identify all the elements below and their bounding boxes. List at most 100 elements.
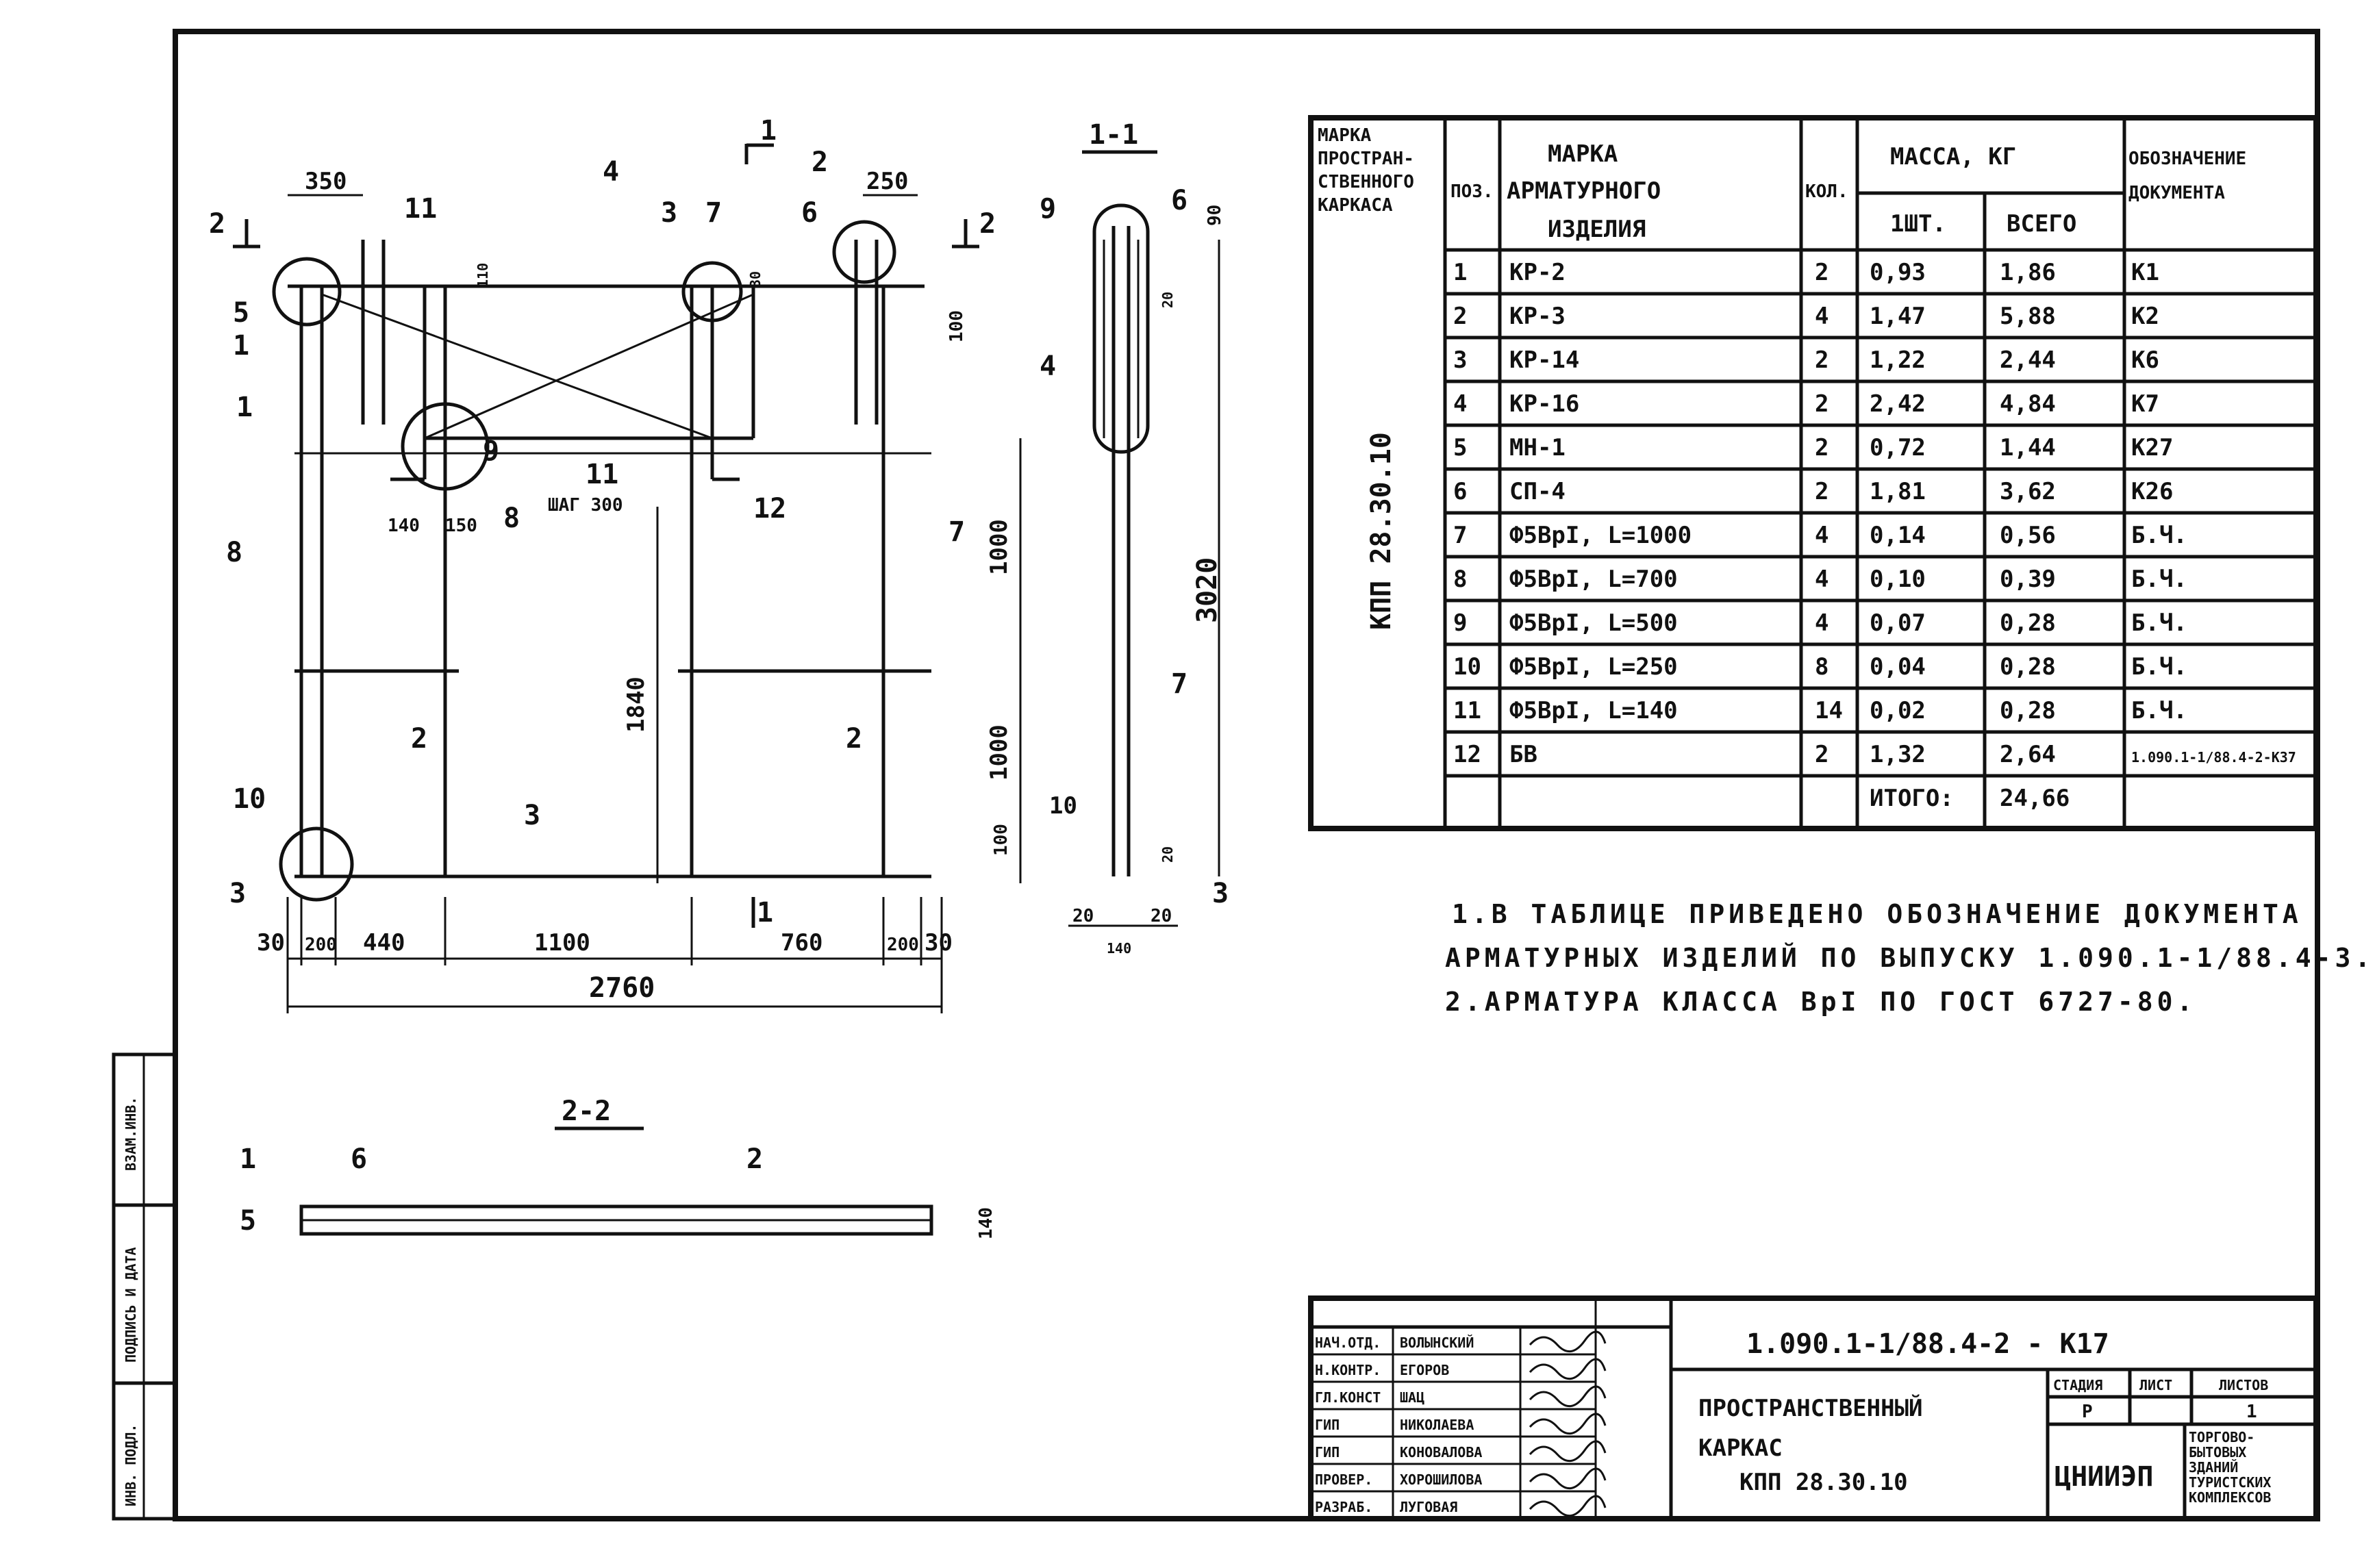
cell-mass-all: 2,44 — [2000, 346, 2056, 374]
sheets-value: 1 — [2246, 1402, 2257, 1422]
cell-qty: 2 — [1815, 434, 1829, 461]
cell-doc: К1 — [2131, 259, 2159, 286]
signature — [1529, 1330, 1607, 1352]
cell-doc: Б.Ч. — [2131, 653, 2187, 681]
hdr-item-0: МАРКА — [1548, 140, 1618, 168]
callout-11a: 11 — [404, 193, 437, 225]
title-line-2: КАРКАС — [1698, 1434, 1783, 1462]
cell-mass-one: 1,81 — [1870, 478, 1926, 505]
person-name: ВОЛЫНСКИЙ — [1400, 1335, 1474, 1351]
cell-qty: 14 — [1815, 697, 1843, 724]
cell-mark: КР-16 — [1509, 390, 1579, 418]
dim-right-0: 100 — [946, 310, 967, 342]
callout-2a: 2 — [812, 147, 828, 178]
cell-qty: 4 — [1815, 609, 1829, 637]
callout-8: 8 — [226, 537, 242, 568]
dim-top-right: 250 — [866, 168, 908, 195]
cell-pos: 7 — [1453, 522, 1467, 549]
person-name: ЕГОРОВ — [1400, 1362, 1449, 1378]
step-label: ШАГ 300 — [548, 495, 623, 516]
total-value: 24,66 — [2000, 785, 2070, 812]
note-line-1: АРМАТУРНЫХ ИЗДЕЛИЙ ПО ВЫПУСКУ 1.090.1-1/… — [1445, 943, 2374, 973]
side-dim-5: 20 — [1151, 906, 1172, 926]
cell-qty: 2 — [1815, 741, 1829, 768]
hdr-mass-one: 1ШТ. — [1890, 210, 1946, 238]
cell-mark: БВ — [1509, 741, 1537, 768]
dim-bottom-0: 30 — [257, 929, 285, 957]
cell-pos: 8 — [1453, 566, 1467, 593]
note-line-2: 2.АРМАТУРА КЛАССА ВрI ПО ГОСТ 6727-80. — [1445, 987, 2196, 1017]
callout-22-5: 5 — [240, 1205, 256, 1237]
dim-small-2: 140 — [388, 516, 420, 536]
sheets-label: ЛИСТОВ — [2219, 1377, 2268, 1393]
hdr-item-2: ИЗДЕЛИЯ — [1548, 216, 1646, 243]
dim-inner: 1840 — [623, 676, 650, 733]
side-stamp: ВЗАМ.ИНВ. ПОДПИСЬ И ДАТА ИНВ. ПОДЛ. — [112, 1052, 177, 1521]
cell-mass-one: 0,04 — [1870, 653, 1926, 681]
cell-pos: 9 — [1453, 609, 1467, 637]
callout-4: 4 — [603, 156, 619, 188]
title-line-3: КПП 28.30.10 — [1739, 1469, 1908, 1496]
cell-qty: 4 — [1815, 522, 1829, 549]
org-desc-4: КОМПЛЕКСОВ — [2189, 1489, 2271, 1506]
hdr-mass-all: ВСЕГО — [2007, 210, 2076, 238]
signature — [1529, 1495, 1607, 1517]
cell-qty: 2 — [1815, 390, 1829, 418]
hdr-qty: КОЛ. — [1805, 181, 1848, 202]
callout-12: 12 — [753, 493, 786, 524]
cell-pos: 6 — [1453, 478, 1467, 505]
cell-mass-one: 1,47 — [1870, 303, 1926, 330]
callout-3b: 3 — [229, 878, 246, 909]
cell-doc: Б.Ч. — [2131, 566, 2187, 593]
callout-22-1: 1 — [240, 1143, 256, 1175]
role: ГЛ.КОНСТ — [1315, 1389, 1381, 1406]
cell-mark: Ф5ВрI, L=250 — [1509, 653, 1678, 681]
callout-s-9: 9 — [1040, 193, 1056, 225]
cell-mass-all: 0,28 — [2000, 697, 2056, 724]
cell-mass-one: 1,22 — [1870, 346, 1926, 374]
cell-mass-one: 1,32 — [1870, 741, 1926, 768]
callout-6: 6 — [801, 197, 818, 229]
hdr-frame-2: СТВЕННОГО — [1318, 172, 1414, 192]
cell-mass-one: 2,42 — [1870, 390, 1926, 418]
org-desc-0: ТОРГОВО- — [2189, 1429, 2254, 1445]
signature-row: ПРОВЕР.ХОРОШИЛОВА — [1315, 1467, 1607, 1489]
cell-mark: Ф5ВрI, L=700 — [1509, 566, 1678, 593]
cell-mark: Ф5ВрI, L=500 — [1509, 609, 1678, 637]
cell-pos: 4 — [1453, 390, 1467, 418]
callout-22-2: 2 — [746, 1143, 763, 1175]
cell-mark: КР-14 — [1509, 346, 1579, 374]
total-label: ИТОГО: — [1870, 785, 1954, 812]
spec-table: МАРКА ПРОСТРАН- СТВЕННОГО КАРКАСА ПОЗ. М… — [1308, 115, 2319, 831]
notes: 1.В ТАБЛИЦЕ ПРИВЕДЕНО ОБОЗНАЧЕНИЕ ДОКУМЕ… — [1445, 899, 2374, 1017]
side-dim-6: 140 — [1107, 940, 1131, 957]
cell-qty: 2 — [1815, 346, 1829, 374]
org-desc-2: ЗДАНИЙ — [2189, 1459, 2238, 1476]
cell-mark: КР-3 — [1509, 303, 1566, 330]
cell-pos: 1 — [1453, 259, 1467, 286]
side-dim-4: 20 — [1072, 906, 1094, 926]
cell-mass-all: 2,64 — [2000, 741, 2056, 768]
callout-5: 5 — [233, 297, 249, 329]
stamp-replace-inv: ВЗАМ.ИНВ. — [123, 1097, 139, 1171]
cell-mark: КР-2 — [1509, 259, 1566, 286]
section-1-1: 1-1 9 6 4 7 10 3 90 20 3020 20 20 20 140 — [1040, 119, 1229, 957]
callout-s-6: 6 — [1171, 185, 1188, 216]
callout-11b: 11 — [586, 459, 618, 490]
doc-code: 1.090.1-1/88.4-2 - К17 — [1746, 1328, 2109, 1360]
person-name: ШАЦ — [1400, 1389, 1424, 1406]
table-total-row: ИТОГО: 24,66 — [1870, 785, 2070, 812]
callout-10: 10 — [233, 783, 266, 815]
dim-small-3: 150 — [445, 516, 477, 536]
cell-mass-all: 1,44 — [2000, 434, 2056, 461]
callout-s-10: 10 — [1049, 792, 1077, 820]
callout-3a: 3 — [661, 197, 677, 229]
hdr-pos: ПОЗ. — [1450, 181, 1494, 202]
